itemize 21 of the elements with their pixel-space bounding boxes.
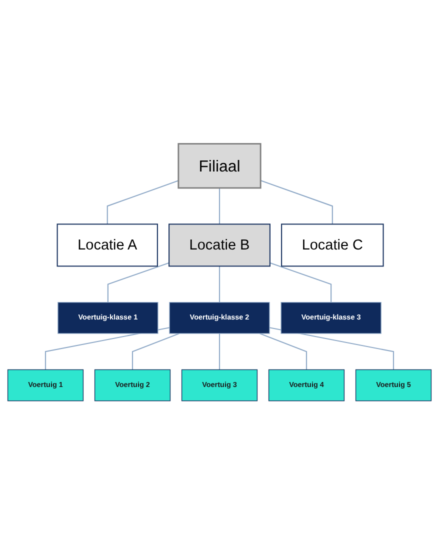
node-box: [280, 302, 382, 334]
connector: [218, 188, 220, 224]
connector: [218, 266, 220, 303]
connector: [132, 333, 180, 370]
node-box: [268, 370, 345, 402]
node-box: [181, 370, 258, 402]
node-box: [168, 224, 270, 267]
connector: [106, 180, 179, 224]
connector: [270, 262, 332, 303]
node-box: [169, 302, 270, 334]
node-box: [58, 302, 158, 334]
node-box: [56, 224, 158, 267]
connector: [260, 180, 333, 224]
node-box: [178, 143, 262, 189]
connector: [218, 334, 220, 370]
node-box: [7, 370, 84, 402]
node-box: [355, 370, 432, 402]
node-box: [94, 370, 171, 402]
connector: [260, 333, 308, 370]
node-box: [281, 224, 384, 267]
connector: [107, 262, 170, 303]
